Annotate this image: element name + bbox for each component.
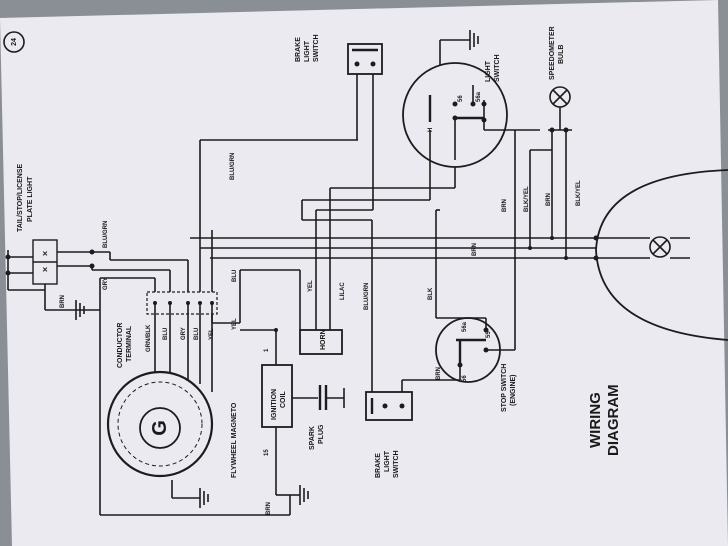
- wire-label-yel-horn: YEL: [308, 280, 314, 292]
- stop-56: 56: [462, 375, 468, 382]
- ignition-coil: [261, 364, 293, 428]
- spark-plug-label-1: SPARK: [309, 426, 316, 450]
- horn: [299, 329, 343, 355]
- wire-label-lilac: LILAC: [340, 282, 346, 300]
- spark-plug: [292, 385, 345, 410]
- light-switch-label-1: LIGHT: [485, 60, 492, 82]
- wire-label-blk-yel2: BLK/YEL: [576, 180, 582, 206]
- brake-switch-bottom-label-2: LIGHT: [384, 450, 391, 472]
- conductor-terminal-label-2: TERMINAL: [126, 325, 133, 362]
- stop-switch-label-1: STOP SWITCH: [501, 364, 508, 412]
- stop-55: 55: [486, 331, 492, 338]
- diagram-title-1: WIRING: [587, 392, 604, 448]
- wire-label-brn-right1: BRN: [502, 199, 508, 212]
- brake-light-switch-bottom: [365, 391, 413, 421]
- wire-label-gry: GRY: [103, 277, 109, 290]
- page-number: 24: [11, 38, 18, 46]
- ground-symbol-left: [75, 300, 85, 320]
- terminal-label-blu2: BLU: [194, 328, 200, 340]
- magneto-symbol: G: [149, 420, 171, 436]
- speedometer-bulb-label-2: BULB: [558, 45, 565, 64]
- diagram-title-2: DIAGRAM: [605, 384, 622, 456]
- stop-56a: 56a: [462, 321, 468, 332]
- wire-label-brn-left: BRN: [60, 295, 66, 308]
- light-switch-56: 56: [458, 95, 464, 102]
- light-switch-h: H: [428, 128, 434, 132]
- wire-label-blk-yel1: BLK/YEL: [524, 186, 530, 212]
- speedometer-bulb-label-1: SPEEDOMETER: [549, 26, 556, 80]
- tail-light-label-2: PLATE LIGHT: [27, 176, 34, 222]
- coil-terminal-15: 15: [264, 449, 270, 456]
- wire-label-brn-stop: BRN: [436, 367, 442, 380]
- wire-label-brn-mid: BRN: [472, 243, 478, 256]
- spark-plug-label-2: PLUG: [318, 424, 325, 444]
- wire-label-blu-grn-top: BLU/GRN: [230, 153, 236, 180]
- flywheel-magneto: [106, 370, 214, 478]
- terminal-label-gry: GRY: [181, 327, 187, 340]
- brake-light-switch-top: [347, 43, 383, 75]
- page-number-circle: [3, 31, 25, 53]
- svg-text:✕: ✕: [42, 251, 48, 258]
- wire-label-blu-grn-left: BLU/GRN: [103, 221, 109, 248]
- brake-switch-bottom-label-3: SWITCH: [393, 450, 400, 478]
- wire-label-brn-bottom: BRN: [266, 502, 272, 515]
- brake-switch-top-label-3: SWITCH: [313, 34, 320, 62]
- light-switch-56a: 56a: [476, 91, 482, 102]
- horn-label: HORN: [320, 329, 327, 350]
- brake-switch-bottom-label-1: BRAKE: [375, 453, 382, 478]
- terminal-label-grn-blk: GRN/BLK: [146, 324, 152, 352]
- ignition-coil-label-1: IGNITION: [271, 389, 278, 420]
- conductor-terminal-label-1: CONDUCTOR: [117, 323, 124, 368]
- wire-label-yel-terminal: YEL: [232, 318, 238, 330]
- flywheel-magneto-label: FLYWHEEL MAGNETO: [231, 402, 238, 478]
- tail-light-label-1: TAIL/STOP/LICENSE: [17, 163, 24, 232]
- brake-switch-top-label-1: BRAKE: [295, 37, 302, 62]
- light-switch-label-2: SWITCH: [494, 54, 501, 82]
- stop-switch-label-2: (ENGINE): [510, 375, 517, 407]
- ground-symbol-light-switch: [469, 30, 479, 50]
- wire-label-blk: BLK: [428, 287, 434, 300]
- ignition-coil-label-2: COIL: [280, 391, 287, 408]
- wire-label-brn-right2: BRN: [546, 193, 552, 206]
- coil-terminal-1: 1: [264, 348, 270, 352]
- wire-label-blu: BLU: [232, 270, 238, 282]
- brake-switch-top-label-2: LIGHT: [304, 40, 311, 62]
- ground-symbol-magneto: [199, 488, 209, 508]
- headlight: [593, 169, 728, 341]
- svg-text:✕: ✕: [42, 267, 48, 274]
- terminal-label-blu: BLU: [163, 328, 169, 340]
- wire-label-blu-grn-mid: BLU/GRN: [364, 283, 370, 310]
